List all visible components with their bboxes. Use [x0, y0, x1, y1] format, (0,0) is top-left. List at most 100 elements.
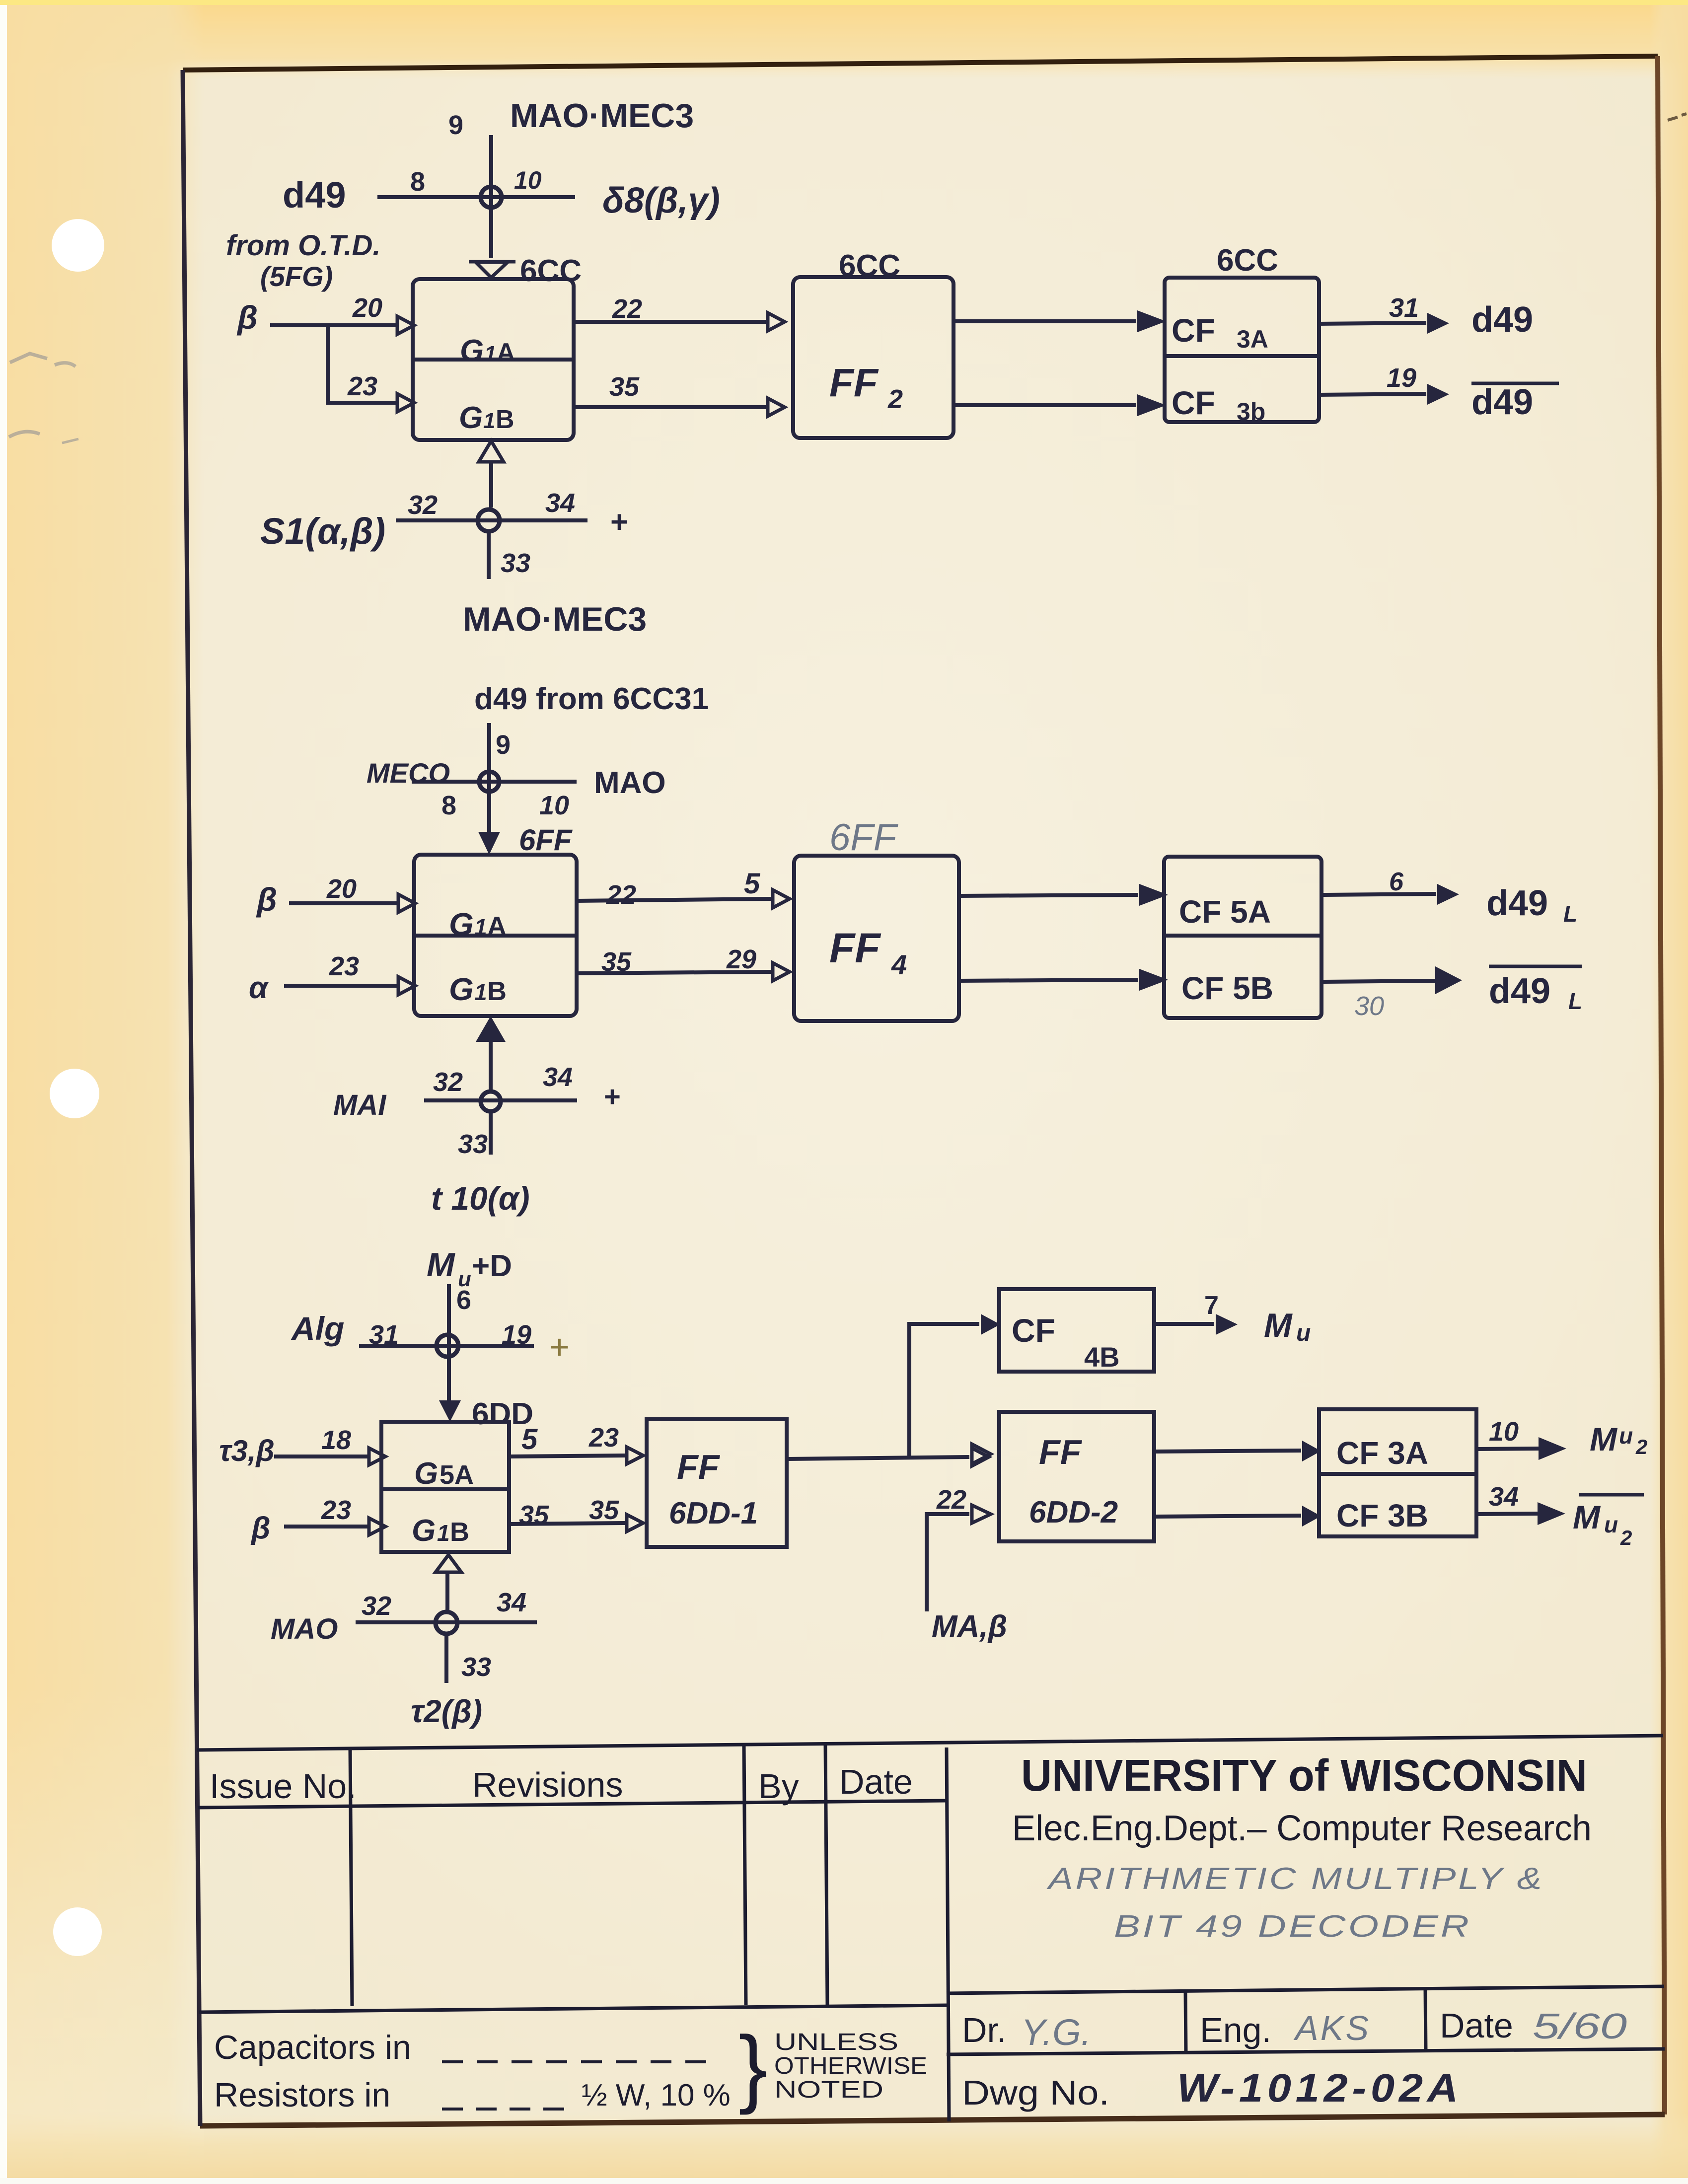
svg-text:22: 22	[612, 294, 642, 324]
svg-text:6FF: 6FF	[519, 823, 573, 857]
svg-text:L: L	[1563, 901, 1577, 927]
svg-text:from O.T.D.: from O.T.D.	[226, 229, 380, 262]
svg-text:8: 8	[410, 167, 425, 197]
svg-text:31: 31	[369, 1320, 399, 1350]
svg-text:6DD-2: 6DD-2	[1029, 1495, 1118, 1529]
svg-text:MAO·MEC3: MAO·MEC3	[463, 600, 647, 638]
svg-text:G: G	[449, 906, 474, 942]
svg-text:33: 33	[501, 548, 530, 578]
svg-text:32: 32	[408, 490, 438, 520]
svg-text:6DD-1: 6DD-1	[669, 1496, 758, 1530]
svg-text:5: 5	[744, 868, 760, 900]
svg-text:CF 3A: CF 3A	[1336, 1435, 1428, 1471]
svg-text:M: M	[427, 1246, 455, 1284]
svg-text:6DD: 6DD	[472, 1397, 533, 1431]
svg-text:CF 3B: CF 3B	[1336, 1498, 1428, 1533]
svg-text:5/60: 5/60	[1533, 2007, 1627, 2046]
svg-text:+: +	[604, 1081, 621, 1113]
svg-text:Revisions: Revisions	[472, 1765, 623, 1804]
svg-text:1: 1	[437, 1520, 450, 1546]
svg-text:u: u	[1619, 1423, 1633, 1449]
svg-text:5: 5	[521, 1423, 538, 1456]
svg-text:B: B	[450, 1517, 469, 1547]
svg-text:3b: 3b	[1237, 398, 1265, 426]
svg-text:1: 1	[474, 914, 487, 940]
svg-text:2: 2	[887, 384, 903, 414]
svg-text:FF: FF	[1039, 1433, 1083, 1471]
svg-text:10: 10	[539, 791, 569, 820]
svg-text:BIT 49 DECODER: BIT 49 DECODER	[1114, 1909, 1471, 1944]
svg-text:d49: d49	[1489, 971, 1550, 1011]
svg-text:L: L	[1568, 988, 1582, 1014]
svg-text:CF: CF	[1012, 1312, 1055, 1349]
svg-text:+: +	[610, 505, 628, 539]
svg-text:β: β	[250, 1511, 270, 1545]
svg-text:CF 5A: CF 5A	[1179, 894, 1271, 930]
svg-text:Dr.: Dr.	[962, 2011, 1006, 2049]
svg-text:35: 35	[609, 372, 640, 402]
svg-text:31: 31	[1389, 293, 1419, 323]
svg-text:+: +	[549, 1327, 570, 1366]
svg-text:22: 22	[936, 1485, 966, 1515]
svg-text:23: 23	[347, 371, 377, 401]
svg-text:d49: d49	[1486, 883, 1548, 923]
svg-text:34: 34	[1489, 1482, 1519, 1512]
svg-text:½ W, 10 %: ½ W, 10 %	[582, 2078, 731, 2112]
svg-text:A: A	[497, 338, 515, 367]
svg-text:6CC: 6CC	[1217, 243, 1278, 278]
svg-text:ARITHMETIC MULTIPLY &: ARITHMETIC MULTIPLY &	[1046, 1862, 1544, 1896]
svg-text:G: G	[449, 971, 474, 1007]
svg-text:M: M	[1573, 1499, 1601, 1535]
svg-text:34: 34	[545, 488, 575, 518]
svg-text:29: 29	[726, 945, 756, 974]
svg-text:OTHERWISE: OTHERWISE	[774, 2053, 927, 2079]
svg-text:MAO: MAO	[594, 766, 666, 800]
svg-text:B: B	[487, 976, 507, 1006]
svg-text:35: 35	[519, 1500, 549, 1530]
svg-text:23: 23	[329, 951, 359, 981]
svg-text:d49: d49	[1471, 300, 1533, 340]
svg-text:2: 2	[1620, 1526, 1632, 1549]
svg-text:6: 6	[1389, 868, 1404, 896]
svg-text:By: By	[758, 1767, 799, 1806]
svg-text:t 10(α): t 10(α)	[431, 1180, 530, 1217]
svg-text:1: 1	[474, 979, 487, 1005]
svg-text:FF: FF	[829, 925, 881, 971]
svg-text:34: 34	[543, 1062, 573, 1092]
svg-text:23: 23	[588, 1423, 619, 1453]
svg-text:FF: FF	[829, 361, 879, 405]
svg-text:Alg: Alg	[291, 1310, 344, 1347]
svg-text:G: G	[414, 1456, 438, 1491]
svg-text:32: 32	[362, 1591, 391, 1621]
svg-text:Date: Date	[839, 1762, 913, 1801]
svg-text:CF: CF	[1172, 312, 1215, 349]
svg-text:33: 33	[458, 1129, 488, 1159]
svg-text:Elec.Eng.Dept.– Computer Resea: Elec.Eng.Dept.– Computer Research	[1012, 1809, 1592, 1848]
svg-text:MAO: MAO	[271, 1613, 338, 1645]
svg-text:35: 35	[589, 1495, 619, 1525]
svg-text:CF: CF	[1172, 384, 1215, 421]
svg-text:19: 19	[502, 1320, 531, 1350]
svg-text:MAI: MAI	[333, 1089, 387, 1121]
svg-text:u: u	[1604, 1512, 1618, 1537]
svg-text:2: 2	[1635, 1435, 1647, 1458]
svg-text:6FF: 6FF	[829, 816, 898, 859]
svg-text:G: G	[460, 334, 484, 368]
svg-text:20: 20	[326, 874, 357, 904]
svg-text:6: 6	[456, 1285, 471, 1315]
svg-text:Capacitors in: Capacitors in	[214, 2029, 411, 2066]
svg-text:1: 1	[483, 409, 495, 433]
svg-text:AKS: AKS	[1293, 2009, 1371, 2047]
svg-text:d49: d49	[283, 174, 346, 216]
svg-text:Issue No.: Issue No.	[210, 1767, 357, 1806]
svg-text:6CC: 6CC	[520, 254, 582, 288]
svg-text:5A: 5A	[440, 1460, 474, 1490]
svg-text:FF: FF	[677, 1448, 721, 1486]
svg-text:G: G	[459, 401, 483, 435]
svg-text:32: 32	[433, 1067, 463, 1097]
svg-text:α: α	[249, 971, 269, 1005]
svg-text:23: 23	[321, 1495, 351, 1525]
svg-text:τ2(β): τ2(β)	[411, 1693, 482, 1729]
svg-text:M: M	[1264, 1307, 1293, 1344]
svg-text:18: 18	[321, 1425, 351, 1455]
